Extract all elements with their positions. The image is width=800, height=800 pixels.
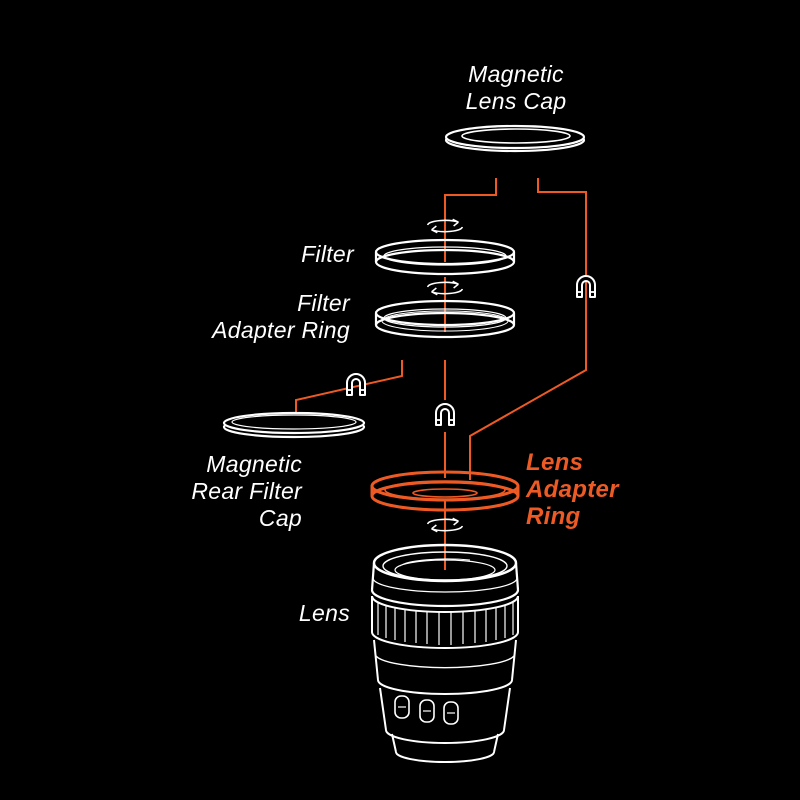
label-magnetic-rear-filter-cap: Magnetic Rear Filter Cap xyxy=(191,451,302,531)
label-filter-adapter-ring: Filter Adapter Ring xyxy=(212,290,350,343)
camera-lens xyxy=(370,543,520,763)
magnetic-lens-cap xyxy=(444,124,586,153)
magnet-icon xyxy=(435,403,455,426)
lens-adapter-ring xyxy=(370,470,520,512)
magnet-icon xyxy=(346,373,366,396)
zoom-ring-grip xyxy=(377,602,514,645)
filter-ring xyxy=(374,238,516,276)
label-magnetic-lens-cap: Magnetic Lens Cap xyxy=(465,61,567,114)
label-filter: Filter xyxy=(301,241,354,267)
filter-adapter-ring xyxy=(374,299,516,339)
magnetic-rear-filter-cap xyxy=(222,411,366,439)
label-lens-adapter-ring: Lens Adapter Ring xyxy=(526,449,619,530)
label-lens: Lens xyxy=(298,600,350,626)
